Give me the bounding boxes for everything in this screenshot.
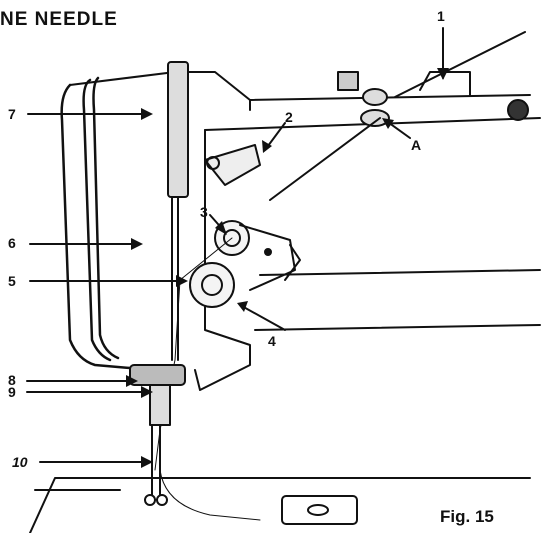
callout-1: 1 — [437, 8, 445, 24]
top-thread-guides — [269, 31, 529, 201]
figure-caption: Fig. 15 — [440, 507, 494, 526]
machine-arm — [69, 71, 541, 391]
arrow-4 — [239, 304, 286, 331]
callout-a: A — [411, 137, 422, 153]
callout-9: 9 — [8, 384, 16, 400]
callout-3: 3 — [200, 204, 208, 220]
presser-foot — [129, 364, 186, 506]
bed-plate — [29, 477, 531, 533]
leader-arrows — [26, 27, 444, 463]
callout-4: 4 — [268, 333, 276, 349]
callout-10: 10 — [12, 454, 28, 470]
callout-2: 2 — [285, 109, 293, 125]
callout-7: 7 — [8, 106, 16, 122]
figure-title: NE NEEDLE — [0, 9, 118, 30]
face-plate — [60, 76, 132, 370]
callout-8: 8 — [8, 372, 16, 388]
callout-6: 6 — [8, 235, 16, 251]
callout-5: 5 — [8, 273, 16, 289]
